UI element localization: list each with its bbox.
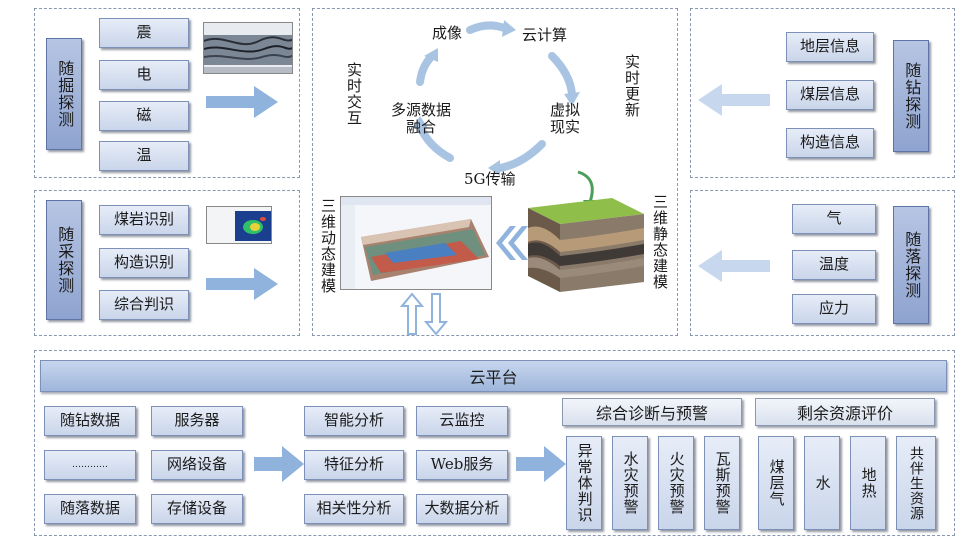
left-top-item-1: 电 (99, 60, 189, 90)
cycle-imaging: 成像 (432, 24, 463, 42)
left-bottom-item-1: 构造识别 (99, 248, 189, 278)
left-top-title: 随掘探测 (46, 38, 82, 150)
dynamic-modeling-label: 三维动态建模 (319, 198, 337, 294)
data-source-1: 服务器 (151, 406, 243, 436)
data-source-3: 网络设备 (151, 450, 243, 480)
left-top-arrow-icon (206, 86, 278, 118)
coal-rock-thumbnail (206, 206, 272, 244)
service-0: 智能分析 (304, 406, 404, 436)
left-bottom-arrow-icon (206, 268, 278, 300)
cycle-fusion-text: 多源数据融合 (390, 101, 451, 137)
resources-title: 剩余资源评价 (755, 398, 935, 426)
resource-item-2: 地热 (850, 436, 886, 530)
resource-item-3: 共伴生资源 (896, 436, 936, 530)
cloud-arrow-1-icon (254, 446, 304, 482)
data-source-5: 存储设备 (151, 494, 243, 524)
static-model-block (528, 198, 644, 292)
service-3: Web服务 (416, 450, 508, 480)
left-bottom-title: 随采探测 (46, 200, 82, 320)
right-top-title: 随钻探测 (893, 40, 929, 152)
left-top-item-3: 温 (99, 141, 189, 171)
diagnosis-item-2: 火灾预警 (658, 436, 694, 530)
cycle-transmission: 5G传输 (464, 170, 516, 188)
right-top-arrow-icon (698, 84, 770, 116)
data-source-0: 随钻数据 (44, 406, 136, 436)
static-modeling-label: 三维静态建模 (651, 194, 669, 290)
diagnosis-title: 综合诊断与预警 (562, 398, 742, 426)
data-source-4: 随落数据 (44, 494, 136, 524)
left-top-item-0: 震 (99, 18, 189, 48)
diagnosis-item-0: 异常体判识 (566, 436, 602, 530)
left-top-item-2: 磁 (99, 101, 189, 131)
diagnosis-item-3: 瓦斯预警 (704, 436, 740, 530)
service-5: 大数据分析 (416, 494, 508, 524)
right-bottom-arrow-icon (698, 250, 770, 282)
service-4: 相关性分析 (304, 494, 404, 524)
left-bottom-item-0: 煤岩识别 (99, 205, 189, 235)
cloud-platform-title: 云平台 (40, 360, 947, 392)
diagnosis-item-1: 水灾预警 (612, 436, 648, 530)
cycle-fusion: 多源数据融合 (388, 101, 454, 137)
dynamic-model-image (340, 196, 492, 290)
right-bottom-title: 随落探测 (893, 206, 929, 324)
cycle-cloud-compute: 云计算 (522, 26, 568, 44)
service-2: 特征分析 (304, 450, 404, 480)
right-top-item-1: 煤层信息 (786, 80, 874, 110)
right-top-item-0: 地层信息 (786, 32, 874, 62)
cycle-arrows-icon (412, 20, 580, 176)
realtime-update-label: 实时更新 (623, 54, 641, 118)
resource-item-0: 煤层气 (758, 436, 794, 530)
left-bottom-item-2: 综合判识 (99, 290, 189, 320)
right-bottom-item-2: 应力 (792, 294, 876, 324)
realtime-interaction-label: 实时交互 (345, 62, 363, 126)
cycle-virtual-reality: 虚拟现实 (548, 101, 582, 137)
right-top-item-2: 构造信息 (786, 128, 874, 158)
data-source-2: ………… (44, 450, 136, 480)
resource-item-1: 水 (804, 436, 840, 530)
service-1: 云监控 (416, 406, 508, 436)
right-bottom-item-1: 温度 (792, 250, 876, 280)
up-down-arrows-icon (399, 292, 449, 336)
cloud-arrow-2-icon (516, 446, 566, 482)
right-bottom-item-0: 气 (792, 204, 876, 234)
seismic-thumbnail (203, 22, 293, 74)
cycle-virtual-reality-text: 虚拟现实 (549, 101, 580, 137)
double-chevron-icon (496, 226, 528, 260)
